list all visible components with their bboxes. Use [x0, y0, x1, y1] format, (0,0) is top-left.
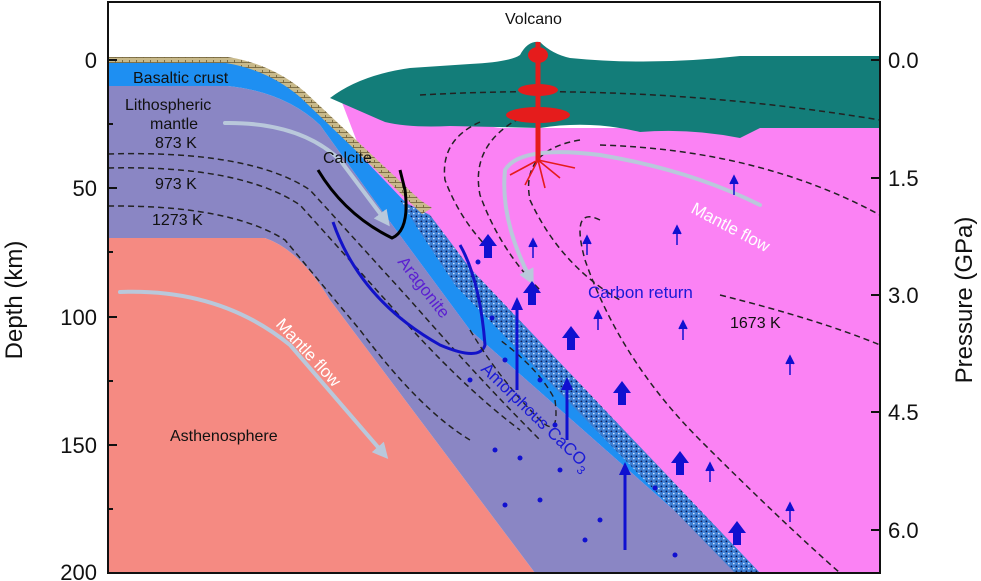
- pressure-tick-1: 1.5: [888, 166, 919, 191]
- isotherm-1673: [579, 216, 841, 574]
- pressure-tick-labels: 0.0 1.5 3.0 4.5 6.0: [888, 48, 919, 543]
- depth-tick-150: 150: [60, 433, 97, 458]
- basaltic-crust-label: Basaltic crust: [133, 70, 229, 87]
- cross-section-layers: [108, 41, 880, 573]
- pressure-tick-3: 4.5: [888, 400, 919, 425]
- pressure-tick-2: 3.0: [888, 283, 919, 308]
- isotherm-973-label: 973 K: [155, 176, 197, 193]
- pressure-tick-0: 0.0: [888, 48, 919, 73]
- volcano-label: Volcano: [505, 11, 562, 28]
- volcano-plumbing: [506, 42, 576, 189]
- isotherm-873-label: 873 K: [155, 135, 197, 152]
- isotherm-wedge-1: [443, 121, 491, 251]
- isotherm-873: [107, 152, 541, 441]
- carbonate-dots: [467, 259, 678, 558]
- carbon-return-label: Carbon return: [588, 283, 693, 302]
- amorphous-field-outline: [469, 329, 557, 428]
- asthenosphere-label: Asthenosphere: [170, 428, 278, 445]
- calcite-field-outline: [316, 169, 408, 240]
- isotherm-wedge-5: [599, 144, 881, 216]
- flow-arrow-wedge: [502, 150, 762, 286]
- isotherm-lines: [107, 90, 881, 574]
- pressure-axis-title: Pressure (GPa): [951, 217, 978, 384]
- mantle-wedge-region: [338, 92, 880, 573]
- depth-tick-100: 100: [60, 305, 97, 330]
- magma-chamber-top: [528, 47, 548, 63]
- magma-chamber-low: [506, 107, 570, 123]
- magma-chamber-mid: [518, 84, 558, 96]
- magma-roots: [509, 159, 576, 189]
- isotherm-1273: [107, 205, 471, 441]
- mantle-flow-arrows: [118, 120, 762, 460]
- pressure-axis-ticks: [871, 59, 880, 531]
- carbon-return-markers: [467, 174, 795, 558]
- depth-tick-50: 50: [73, 176, 97, 201]
- isotherm-wedge-2: [477, 117, 541, 291]
- isotherm-1673-label: 1673 K: [730, 315, 781, 332]
- plot-frame: [107, 1, 881, 574]
- asthenosphere-region: [108, 238, 535, 573]
- isotherm-973: [107, 167, 521, 431]
- depth-axis-ticks: [108, 59, 117, 574]
- mantle-label: mantle: [150, 116, 198, 133]
- lithospheric-mantle-region: [108, 86, 745, 573]
- calcite-label: Calcite: [323, 150, 372, 167]
- overriding-plate: [330, 41, 880, 138]
- carbon-arrow-bold-group: [479, 234, 746, 545]
- lithospheric-label: Lithospheric: [125, 97, 211, 114]
- carbon-arrow-small-group: [528, 174, 795, 522]
- flow-arrow-asthenosphere: [118, 289, 389, 460]
- isotherm-1273-label: 1273 K: [152, 212, 203, 229]
- depth-tick-0: 0: [85, 48, 97, 73]
- sediment-band: [400, 200, 760, 573]
- depth-tick-labels: 0 50 100 150 200: [60, 48, 97, 581]
- flow-arrow-slab: [223, 120, 390, 227]
- depth-axis-title: Depth (km): [1, 241, 28, 360]
- pressure-tick-4: 6.0: [888, 518, 919, 543]
- isotherm-1673-b: [719, 294, 881, 346]
- aragonite-field-outline: [331, 221, 487, 355]
- depth-tick-200: 200: [60, 560, 97, 581]
- isotherm-wedge-4: [419, 90, 881, 121]
